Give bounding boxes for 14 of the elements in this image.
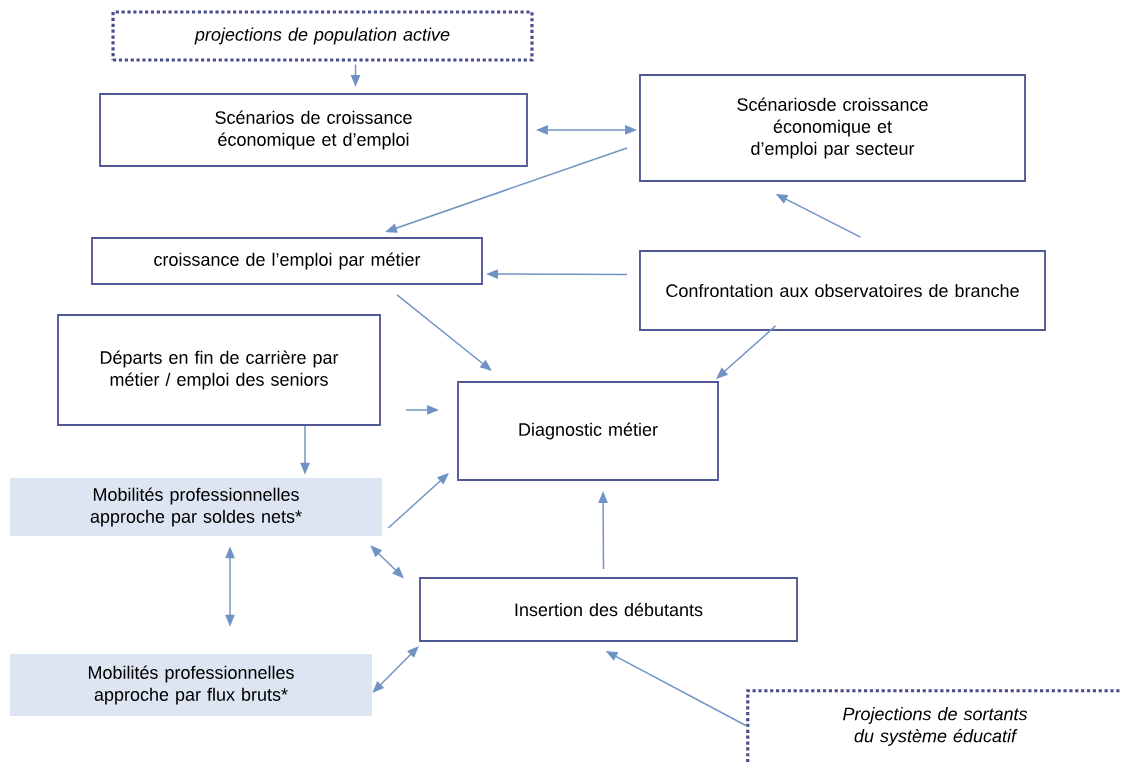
process-box: Scénariosde croissance économique et d’emploi par secteur: [639, 74, 1026, 182]
arrow: [387, 473, 449, 529]
arrow: [716, 325, 777, 379]
arrow: [396, 294, 492, 371]
process-box: Départs en fin de carrière par métier / emploi des seniors: [57, 314, 381, 426]
process-box: croissance de l’emploi par métier: [91, 237, 483, 285]
shaded-box: Mobilités professionnelles approche par flux bruts*: [10, 654, 372, 716]
shaded-box: Mobilités professionnelles approche par soldes nets*: [10, 478, 382, 536]
process-box: Insertion des débutants: [419, 577, 798, 642]
process-box: Diagnostic métier: [457, 381, 719, 481]
input-box: projections de population active: [111, 10, 534, 62]
process-box: Confrontation aux observatoires de branche: [639, 250, 1046, 331]
input-box: Projections de sortants du système éducatif: [746, 689, 1122, 762]
process-box: Scénarios de croissance économique et d’emploi: [99, 93, 528, 167]
